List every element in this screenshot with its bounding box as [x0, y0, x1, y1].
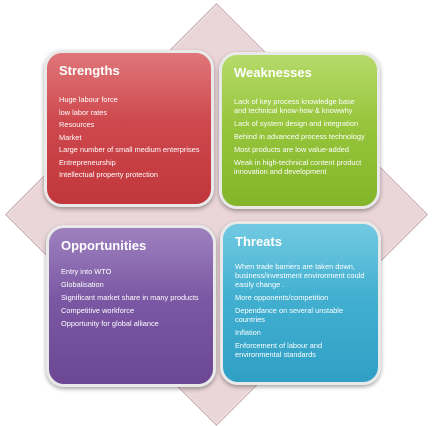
threats-list: When trade barriers are taken down, busi… — [235, 262, 368, 359]
list-item: Weak in high-technical content product i… — [234, 158, 362, 176]
strengths-list: Huge labour force low labor rates Resour… — [59, 95, 201, 179]
list-item: Lack of system design and integration — [234, 119, 359, 128]
list-item: Huge labour force — [59, 95, 118, 104]
list-item: low labor rates — [59, 107, 108, 117]
list-item: Intellectual property protection — [59, 170, 159, 179]
list-item: Enforcement of labour and environmental … — [235, 341, 323, 359]
opportunities-title: Opportunities — [61, 238, 147, 253]
list-item: Most products are low value-added — [234, 145, 350, 154]
list-item: Inflation — [235, 328, 261, 337]
list-item: Entrepreneurship — [59, 157, 116, 167]
strengths-quadrant: Strengths Huge labour force low labor ra… — [44, 50, 214, 207]
strengths-title: Strengths — [59, 63, 120, 78]
opportunities-list: Entry into WTO Globalisation Significant… — [61, 267, 203, 328]
list-item: Significant market share in many product… — [61, 293, 199, 302]
list-item: Large number of small medium enterprises — [59, 145, 200, 154]
opportunities-quadrant: Opportunities Entry into WTO Globalisati… — [46, 225, 216, 387]
list-item: Opportunity for global alliance — [61, 319, 159, 328]
weaknesses-title: Weaknesses — [234, 65, 312, 80]
list-item: Globalisation — [61, 280, 104, 289]
weaknesses-quadrant: Weaknesses Lack of key process knowledge… — [219, 52, 380, 209]
list-item: More opponents/competition — [235, 293, 329, 302]
weaknesses-list: Lack of key process knowledge base and t… — [234, 97, 367, 176]
list-item: Behind in advanced process technology — [234, 132, 365, 141]
list-item: Resources — [59, 120, 95, 129]
list-item: Lack of key process knowledge base and t… — [234, 97, 355, 115]
list-item: When trade barriers are taken down, busi… — [235, 262, 365, 289]
threats-title: Threats — [235, 234, 282, 249]
list-item: Competitive workforce — [61, 306, 135, 315]
threats-quadrant: Threats When trade barriers are taken do… — [220, 221, 381, 385]
list-item: Market — [59, 132, 82, 142]
list-item: Dependance on several unstable countries — [235, 306, 344, 324]
list-item: Entry into WTO — [61, 267, 112, 276]
